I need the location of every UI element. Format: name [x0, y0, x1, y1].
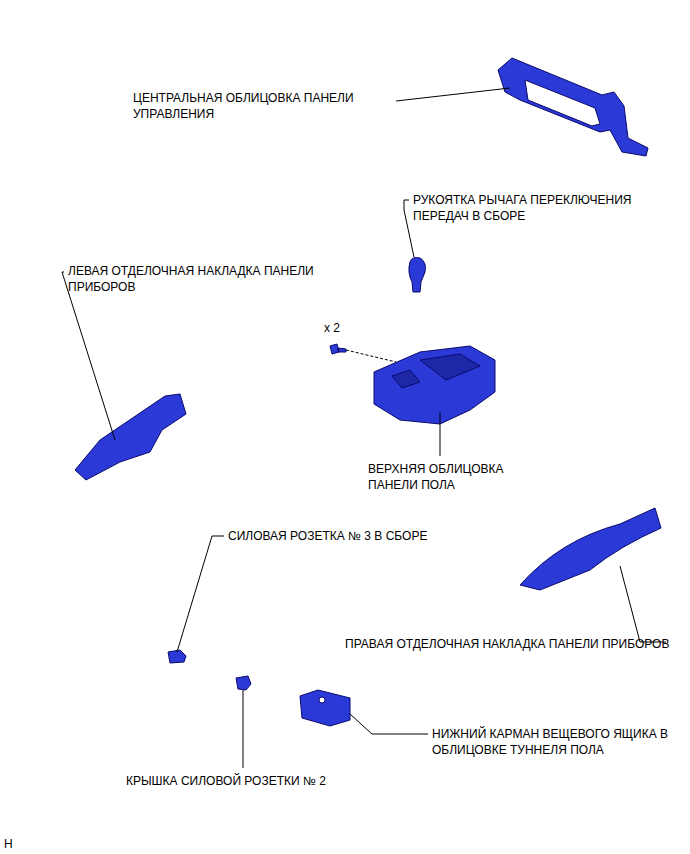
- leader-line: [396, 88, 510, 101]
- part-label: ЛЕВАЯ ОТДЕЛОЧНАЯ НАКЛАДКА ПАНЕЛИ ПРИБОРО…: [68, 263, 373, 295]
- screw-part: [330, 344, 346, 354]
- shift-knob-part: [409, 258, 426, 293]
- upper-console-detail: [392, 354, 480, 388]
- part-label: КРЫШКА СИЛОВОЙ РОЗЕТКИ № 2: [126, 773, 326, 789]
- dashed-leader: [346, 350, 396, 362]
- leader-line: [404, 200, 414, 257]
- leader-line: [440, 412, 441, 456]
- lower-box-hole: [319, 697, 325, 703]
- part-label: ПРАВАЯ ОТДЕЛОЧНАЯ НАКЛАДКА ПАНЕЛИ ПРИБОР…: [345, 636, 671, 652]
- right-finish-panel-part: [520, 508, 661, 590]
- outlet-cover-part: [236, 676, 251, 690]
- left-finish-panel-part: [75, 394, 186, 480]
- quantity-label: x 2: [324, 320, 340, 336]
- lower-box-part: [300, 690, 350, 726]
- part-label: РУКОЯТКА РЫЧАГА ПЕРЕКЛЮЧЕНИЯ ПЕРЕДАЧ В С…: [413, 192, 681, 224]
- center-trim-part: [498, 58, 648, 156]
- leader-line: [620, 566, 666, 642]
- figure-id: H: [4, 836, 13, 852]
- upper-console-part: [374, 346, 495, 424]
- leader-line: [350, 714, 428, 734]
- leader-line: [243, 690, 244, 768]
- part-label: ВЕРХНЯЯ ОБЛИЦОВКА ПАНЕЛИ ПОЛА: [368, 461, 536, 493]
- part-label: НИЖНИЙ КАРМАН ВЕЩЕВОГО ЯЩИКА В ОБЛИЦОВКЕ…: [432, 726, 672, 758]
- part-label: ЦЕНТРАЛЬНАЯ ОБЛИЦОВКА ПАНЕЛИ УПРАВЛЕНИЯ: [133, 90, 405, 122]
- part-label: СИЛОВАЯ РОЗЕТКА № 3 В СБОРЕ: [228, 528, 427, 544]
- leader-line: [177, 536, 224, 652]
- leader-line: [62, 272, 115, 440]
